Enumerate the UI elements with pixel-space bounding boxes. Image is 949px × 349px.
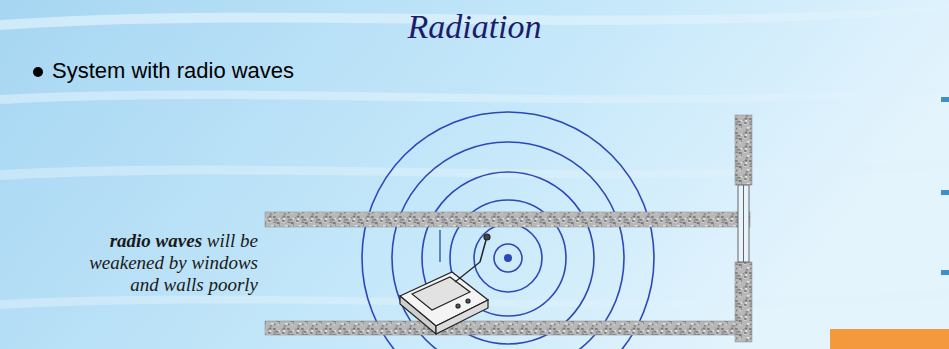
wave-source [504, 254, 512, 262]
radio-wave-rings [362, 112, 654, 349]
note-text: radio waves will be weakened by windows … [58, 230, 258, 296]
wall-top [265, 212, 750, 227]
edge-tick [941, 97, 949, 102]
wall-right [735, 115, 752, 185]
window [738, 185, 749, 262]
wall-bottom [265, 321, 750, 335]
note-emphasis: radio waves [110, 230, 202, 251]
bullet-text: System with radio waves [52, 58, 294, 84]
corner-bar [830, 329, 949, 349]
edge-tick [941, 190, 949, 195]
edge-tick [941, 270, 949, 275]
slide-title: Radiation [0, 8, 949, 46]
antenna-line [439, 230, 441, 262]
bullet-dot [33, 67, 43, 77]
radio-device [400, 234, 490, 334]
wall-right [735, 262, 752, 342]
